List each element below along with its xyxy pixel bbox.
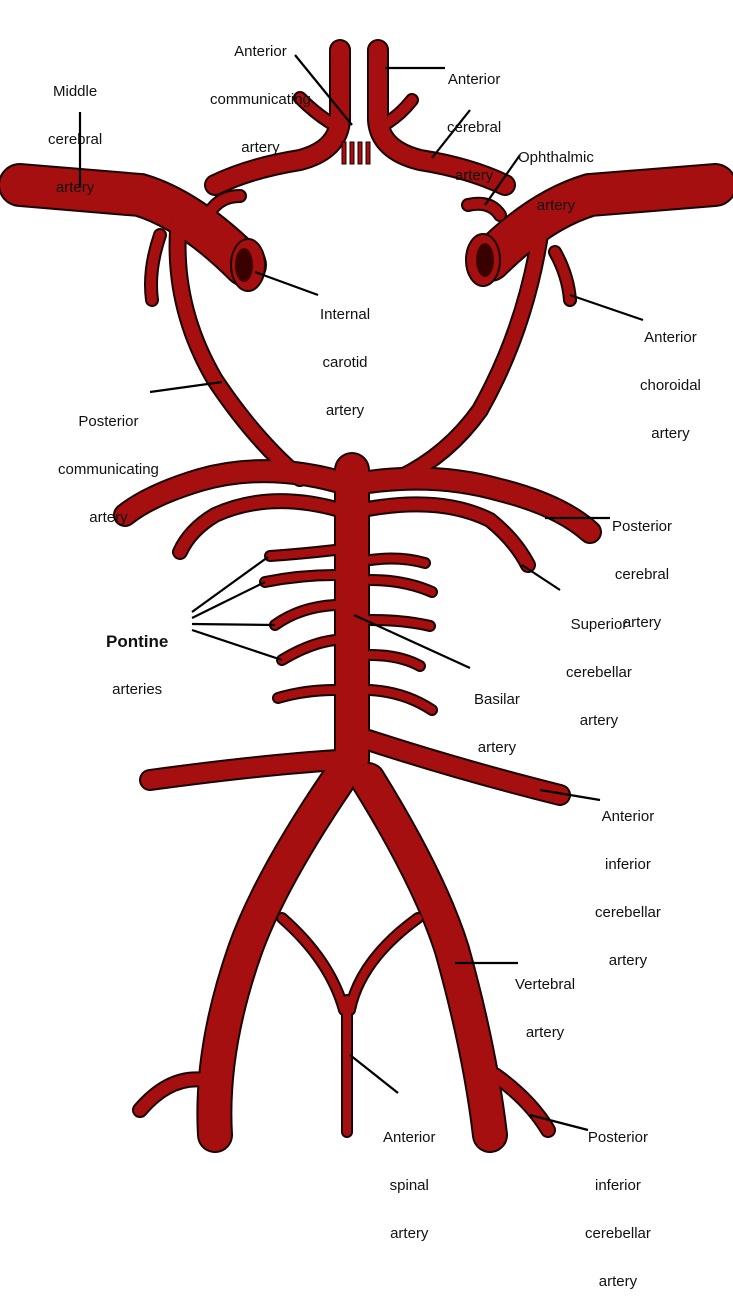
anterior-communicating-rungs bbox=[342, 142, 370, 164]
label-anterior-inferior-cerebellar-artery: Anterior inferior cerebellar artery bbox=[595, 777, 661, 985]
label-line: Vertebral bbox=[515, 977, 575, 993]
label-line: Middle bbox=[48, 84, 102, 100]
label-line: communicating bbox=[210, 92, 311, 108]
label-line: artery bbox=[515, 1025, 575, 1041]
label-line: cerebral bbox=[612, 567, 672, 583]
label-vertebral-artery: Vertebral artery bbox=[515, 945, 575, 1057]
label-line: spinal bbox=[383, 1178, 436, 1194]
label-line: artery bbox=[566, 713, 632, 729]
label-line: communicating bbox=[58, 462, 159, 478]
label-posterior-communicating-artery: Posterior communicating artery bbox=[58, 382, 159, 542]
label-line: artery bbox=[58, 510, 159, 526]
label-line: inferior bbox=[595, 857, 661, 873]
label-line: Posterior bbox=[585, 1130, 651, 1146]
internal-carotid-cut-right bbox=[466, 234, 500, 286]
leader-sca bbox=[522, 565, 560, 590]
label-line: artery bbox=[595, 953, 661, 969]
label-internal-carotid-artery: Internal carotid artery bbox=[320, 275, 370, 435]
label-line: artery bbox=[474, 740, 520, 756]
label-line: artery bbox=[320, 403, 370, 419]
label-line: arteries bbox=[106, 682, 168, 698]
label-line: Basilar bbox=[474, 692, 520, 708]
label-line: choroidal bbox=[640, 378, 701, 394]
leader-pontine-4 bbox=[192, 630, 282, 660]
leader-pontine-1 bbox=[192, 557, 268, 612]
label-anterior-cerebral-artery: Anterior cerebral artery bbox=[447, 40, 501, 200]
leader-asa bbox=[350, 1055, 398, 1093]
label-line: artery bbox=[210, 140, 311, 156]
label-line: Posterior bbox=[612, 519, 672, 535]
label-line: artery bbox=[640, 426, 701, 442]
leader-pontine-2 bbox=[192, 582, 265, 618]
label-anterior-communicating-artery: Anterior communicating artery bbox=[210, 12, 311, 172]
label-line: Superior bbox=[566, 617, 632, 633]
label-line: cerebellar bbox=[595, 905, 661, 921]
label-line: artery bbox=[383, 1226, 436, 1242]
label-line: Ophthalmic bbox=[518, 150, 594, 166]
label-line: cerebellar bbox=[585, 1226, 651, 1242]
label-middle-cerebral-artery: Middle cerebral artery bbox=[48, 52, 102, 212]
leader-choroidal bbox=[570, 295, 643, 320]
label-line: cerebellar bbox=[566, 665, 632, 681]
label-line: artery bbox=[447, 168, 501, 184]
label-line: Anterior bbox=[383, 1130, 436, 1146]
label-line: cerebral bbox=[447, 120, 501, 136]
label-line: carotid bbox=[320, 355, 370, 371]
label-anterior-spinal-artery: Anterior spinal artery bbox=[383, 1098, 436, 1258]
label-superior-cerebellar-artery: Superior cerebellar artery bbox=[566, 585, 632, 745]
label-line: Anterior bbox=[595, 809, 661, 825]
label-line: artery bbox=[585, 1274, 651, 1290]
label-line: inferior bbox=[585, 1178, 651, 1194]
internal-carotid-cut-left bbox=[231, 239, 265, 291]
label-line: Posterior bbox=[58, 414, 159, 430]
label-line: Pontine bbox=[106, 634, 168, 650]
label-line: cerebral bbox=[48, 132, 102, 148]
label-line: artery bbox=[518, 198, 594, 214]
label-line: Anterior bbox=[210, 44, 311, 60]
leader-ica bbox=[255, 272, 318, 295]
label-line: Anterior bbox=[447, 72, 501, 88]
label-basilar-artery: Basilar artery bbox=[474, 660, 520, 772]
label-posterior-inferior-cerebellar-artery: Posterior inferior cerebellar artery bbox=[585, 1098, 651, 1306]
label-line: artery bbox=[48, 180, 102, 196]
label-ophthalmic-artery: Ophthalmic artery bbox=[518, 118, 594, 230]
label-line: Internal bbox=[320, 307, 370, 323]
label-pontine-arteries: Pontine arteries bbox=[106, 602, 168, 714]
leader-pontine-3 bbox=[192, 624, 275, 625]
label-anterior-choroidal-artery: Anterior choroidal artery bbox=[640, 298, 701, 458]
label-line: Anterior bbox=[640, 330, 701, 346]
